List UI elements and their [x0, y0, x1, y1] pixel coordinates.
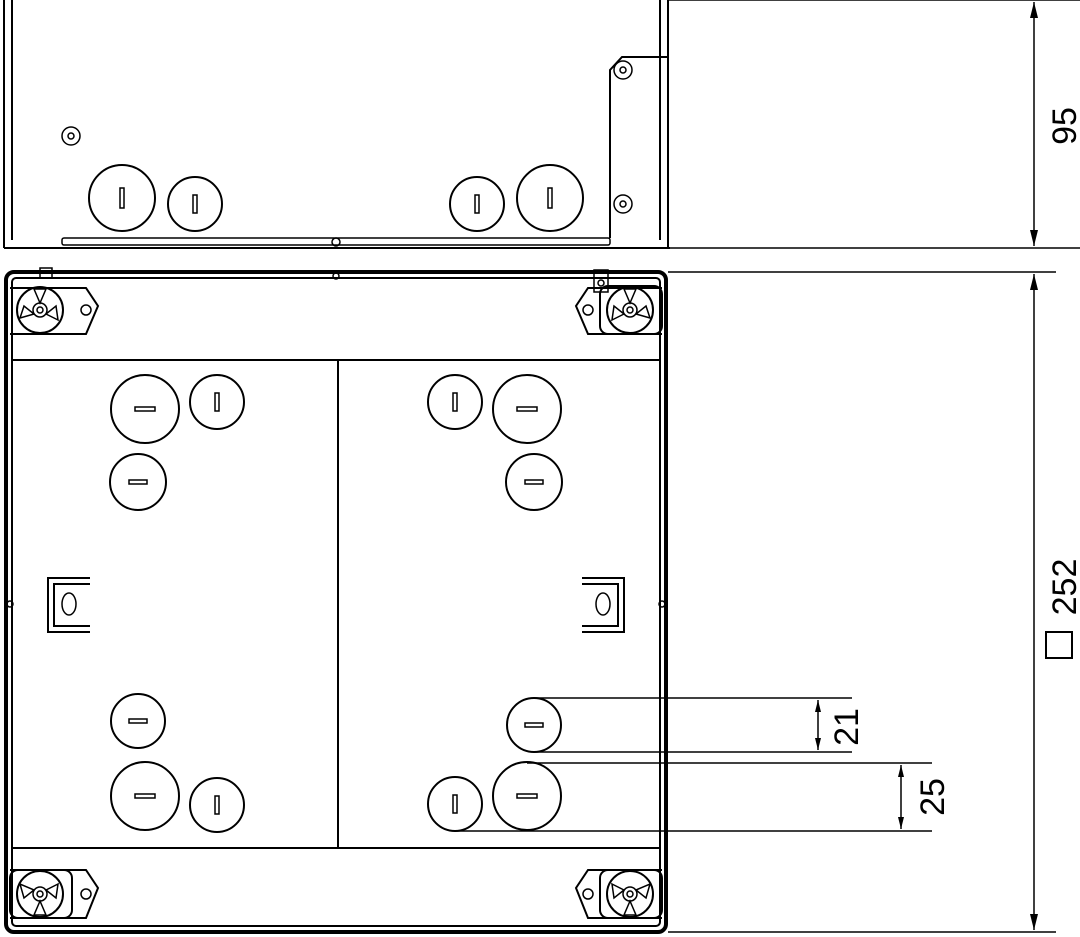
dimension-spacing-small: 21	[534, 697, 866, 753]
dimension-label-spacing-large: 25	[914, 778, 952, 816]
side-knockout	[88, 164, 156, 232]
dimension-label-spacing-small: 21	[828, 708, 866, 746]
dimension-square: 252	[668, 271, 1080, 933]
knockout	[110, 693, 166, 749]
knockout	[427, 776, 483, 832]
knockout	[189, 777, 245, 833]
corner-fastener-top-right	[574, 285, 663, 335]
cable-clamp-right	[582, 577, 625, 633]
dimension-height: 95	[668, 0, 1080, 249]
cable-clamp-left	[47, 577, 90, 633]
corner-fastener-bottom-left	[9, 869, 100, 919]
side-knockout	[449, 176, 505, 232]
knockout	[109, 453, 167, 511]
corner-fastener-bottom-right	[574, 869, 663, 919]
side-knockout	[167, 176, 223, 232]
knockout	[110, 761, 180, 831]
knockout	[505, 453, 563, 511]
side-view	[3, 0, 670, 249]
side-knockout	[516, 164, 584, 232]
dimension-label-square: 252	[1046, 559, 1080, 616]
knockout	[189, 374, 245, 430]
dimension-spacing-large: 25	[455, 762, 952, 832]
corner-fastener-top-left	[10, 286, 100, 335]
knockout	[506, 697, 562, 753]
knockout	[110, 374, 180, 444]
knockout	[427, 374, 483, 430]
knockout	[492, 374, 562, 444]
dimension-label-height: 95	[1046, 107, 1080, 145]
square-symbol	[1045, 631, 1073, 659]
knockout	[492, 761, 562, 831]
plan-view	[4, 267, 668, 934]
